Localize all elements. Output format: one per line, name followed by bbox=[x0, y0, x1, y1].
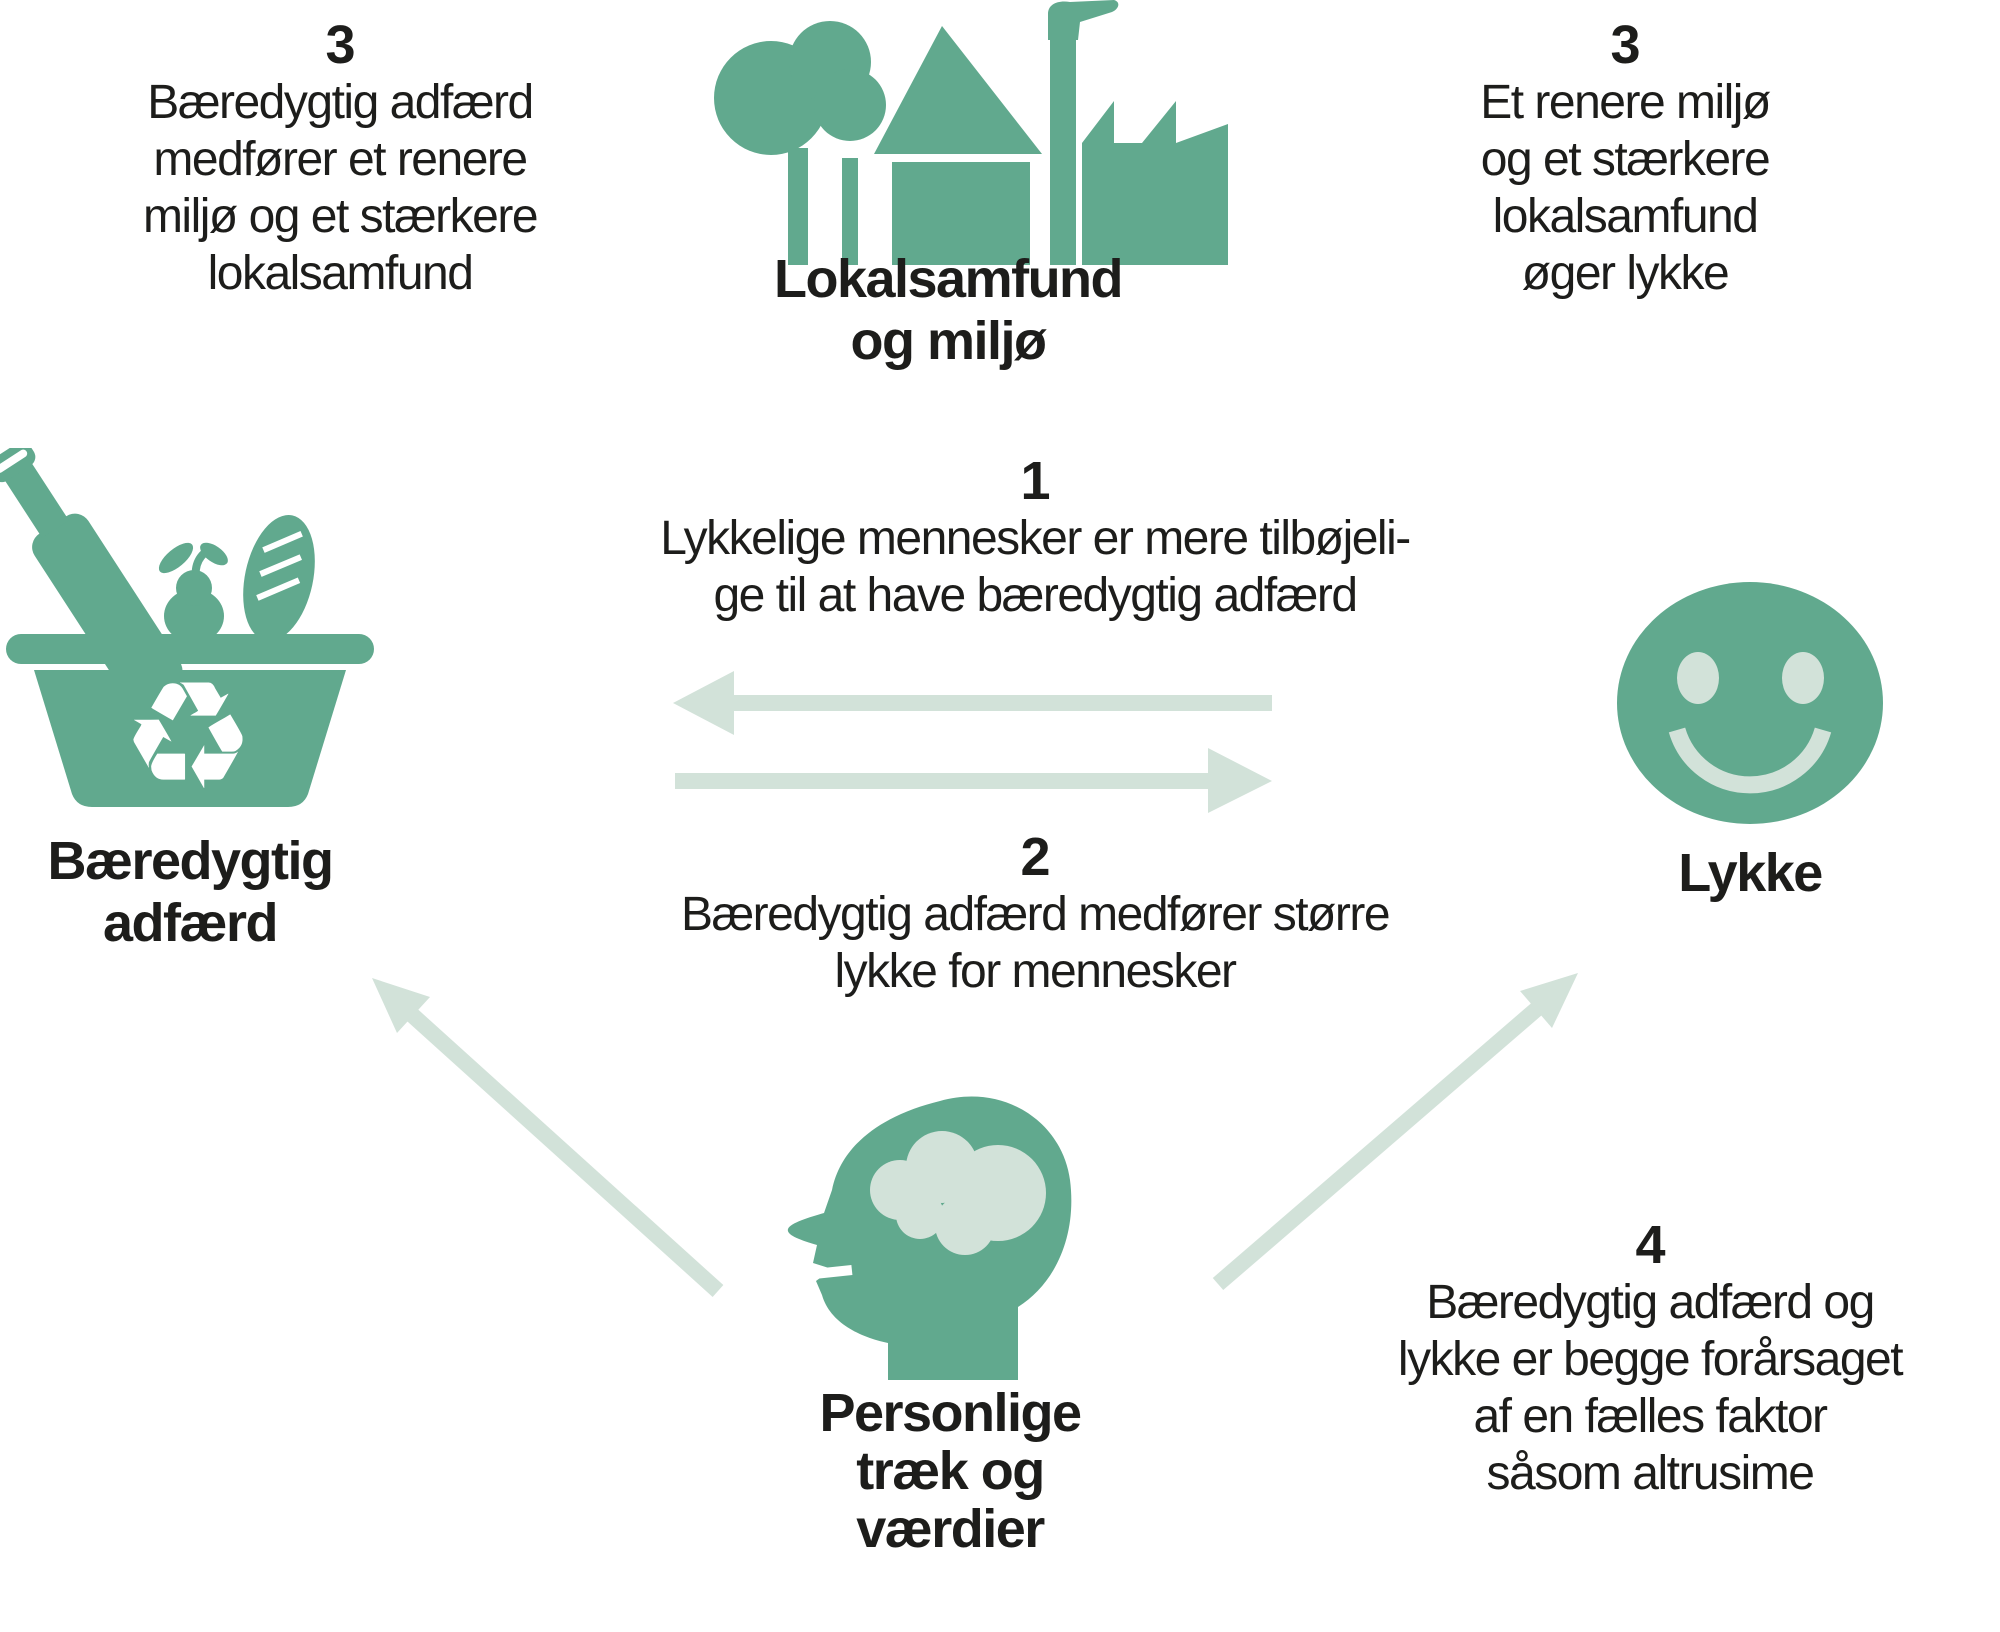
tree-icon bbox=[714, 21, 886, 265]
happiness-label-line: Lykke bbox=[1678, 843, 1823, 903]
brain-icon bbox=[870, 1131, 1046, 1255]
relation-3-left-note: 3 Bæredygtig adfærd medfører et renere m… bbox=[35, 16, 645, 302]
relation-3-right-note: 3 Et renere miljø og et stærkere lokalsa… bbox=[1330, 16, 1920, 302]
smiley-mouth bbox=[1668, 727, 1832, 794]
pear-icon bbox=[158, 542, 228, 643]
community-label-line: og miljø bbox=[850, 311, 1047, 371]
relation-number: 4 bbox=[1635, 1215, 1665, 1275]
personal-label-line: træk og bbox=[856, 1441, 1045, 1501]
basket-icon: ♻ bbox=[6, 634, 374, 824]
recycle-icon: ♻ bbox=[121, 650, 255, 824]
sustainable-behavior-label: Bæredygtig adfærd bbox=[0, 830, 380, 954]
arrow-personal-to-sustainable bbox=[372, 978, 724, 1297]
relation-number: 1 bbox=[1020, 451, 1050, 511]
personal-label-line: Personlige bbox=[819, 1383, 1082, 1443]
community-label-line: Lokalsamfund bbox=[773, 249, 1124, 309]
baguette-icon bbox=[243, 515, 315, 641]
house-icon bbox=[874, 26, 1042, 265]
personal-label-line: værdier bbox=[856, 1499, 1045, 1559]
sustainable-behavior-icon: ♻ bbox=[0, 448, 374, 824]
community-environment-icon bbox=[714, 0, 1228, 265]
happiness-label: Lykke bbox=[1600, 842, 1900, 904]
relation-2-note: 2 Bæredygtig adfærd medfører større lykk… bbox=[585, 828, 1485, 1000]
community-label: Lokalsamfund og miljø bbox=[648, 248, 1248, 372]
sustainable-label-line: adfærd bbox=[102, 893, 279, 953]
smiley-left-eye bbox=[1677, 652, 1719, 704]
relation-1-note: 1 Lykkelige mennesker er mere tilbøjeli-… bbox=[585, 452, 1485, 624]
smiley-right-eye bbox=[1782, 652, 1824, 704]
personal-traits-label: Personlige træk og værdier bbox=[650, 1384, 1250, 1558]
relation-number: 2 bbox=[1020, 827, 1050, 887]
relation-4-note: 4 Bæredygtig adfærd og lykke er begge fo… bbox=[1345, 1216, 1955, 1502]
relation-number: 3 bbox=[1610, 15, 1640, 75]
sustainable-label-line: Bæredygtig bbox=[47, 831, 334, 891]
happiness-smiley-icon bbox=[1617, 582, 1883, 824]
arrow-happiness-to-sustainable bbox=[673, 671, 1272, 735]
arrow-sustainable-to-happiness bbox=[675, 748, 1272, 813]
arrow-personal-to-happiness bbox=[1212, 973, 1578, 1291]
mouth-notch bbox=[813, 1265, 853, 1279]
relation-number: 3 bbox=[325, 15, 355, 75]
factory-icon bbox=[1048, 0, 1228, 265]
personal-traits-icon bbox=[787, 1096, 1072, 1380]
